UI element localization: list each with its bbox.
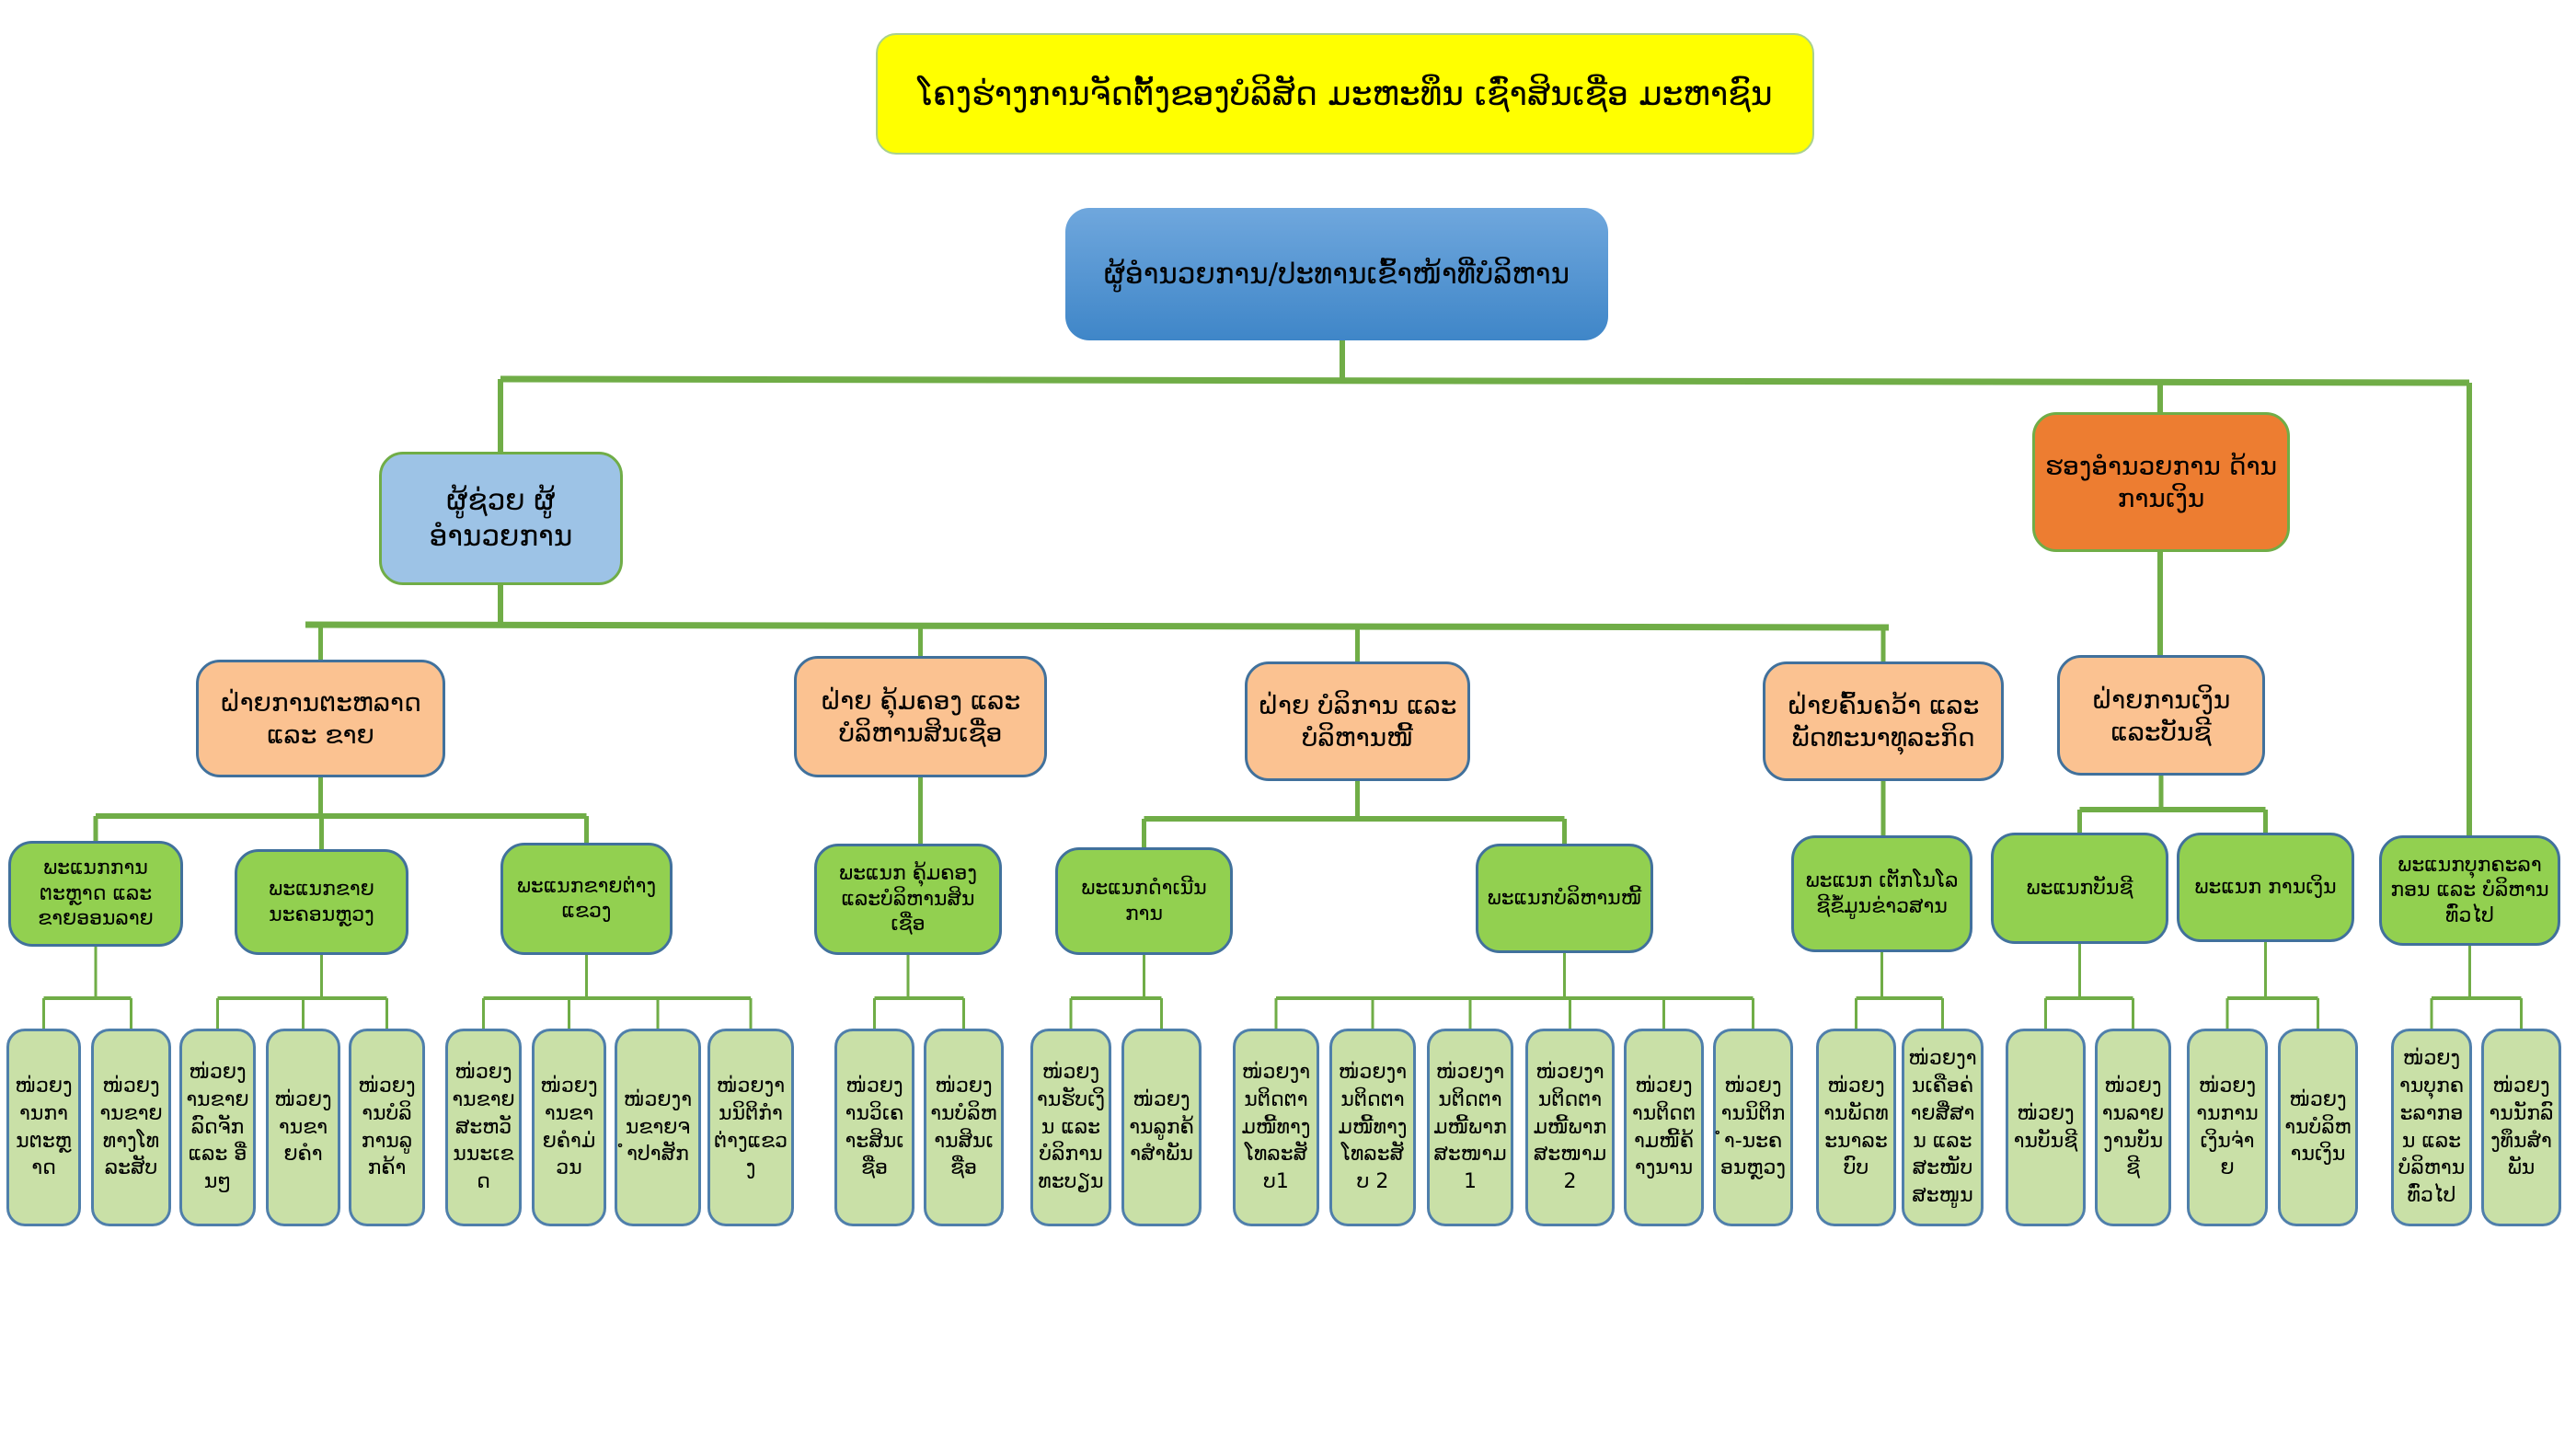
division-box: ຝ່າຍການຕະຫລາດ ແລະ ຂາຍ — [196, 660, 445, 777]
unit-box: ໜ່ວຍງານຂາຍທາງໂທລະສັບ — [91, 1029, 171, 1226]
department-box: ພະແນກ ເຕັກໂນໂລຊີຂໍ້ມູນຂ່າວສານ — [1791, 835, 1972, 952]
unit-box: ໜ່ວຍງານບໍລິຫານເງິນ — [2278, 1029, 2358, 1226]
department-box: ພະແນກຂາຍນະຄອນຫຼວງ — [235, 849, 408, 955]
unit-box: ໜ່ວຍງານຕິດຕາມໜີ້ຄ້າງນານ — [1624, 1029, 1704, 1226]
department-box: ພະແນກບໍລິຫານໜີ້ — [1476, 844, 1653, 953]
department-box: ພະແນກຂາຍຕ່າງແຂວງ — [500, 843, 673, 955]
unit-box: ໜ່ວຍງານຕິດຕາມໜີ້ທາງໂທລະສັບ1 — [1233, 1029, 1319, 1226]
unit-box: ໜ່ວຍງານບຸກຄະລາກອນ ແລະ ບໍລິຫານທົ່ວໄປ — [2391, 1029, 2472, 1226]
division-box: ຝ່າຍ ບໍລິການ ແລະ ບໍລິຫານໜີ້ — [1245, 661, 1470, 781]
division-box: ຝ່າຍການເງິນ ແລະບັນຊີ — [2057, 655, 2265, 776]
ceo-box: ຜູ້ອຳນວຍການ/ປະທານເຂົ້າໜ້າທີ່ບໍລິຫານ — [1065, 208, 1608, 340]
deputy-finance-director-box: ຮອງອຳນວຍການ ດ້ານການເງິນ — [2032, 412, 2290, 552]
unit-box: ໜ່ວຍງານນິຕິກຳ-ນະຄອນຫຼວງ — [1713, 1029, 1793, 1226]
unit-box: ໜ່ວຍງານລູກຄ້າສຳພັນ — [1121, 1029, 1202, 1226]
department-box: ພະແນກ ການເງິນ — [2177, 833, 2354, 942]
unit-box: ໜ່ວຍງານຕິດຕາມໜີ້ພາກສະໜາມ 1 — [1427, 1029, 1513, 1226]
unit-box: ໜ່ວຍງານຂາຍລົດຈັກ ແລະ ອື່ນໆ — [179, 1029, 256, 1226]
unit-box: ໜ່ວຍງານຂາຍສະຫວັນນະເຂດ — [445, 1029, 522, 1226]
unit-box: ໜ່ວຍງານຂາຍຄຳ — [266, 1029, 340, 1226]
department-box: ພະແນກບັນຊີ — [1991, 833, 2168, 944]
unit-box: ໜ່ວຍງານລາຍງານບັນຊີ — [2095, 1029, 2171, 1226]
unit-box: ໜ່ວຍງານບໍລິຫານສິນເຊື່ອ — [924, 1029, 1004, 1226]
unit-box: ໜ່ວຍງານບໍລິການລູກຄ້າ — [349, 1029, 425, 1226]
department-box: ພະແນກການຕະຫຼາດ ແລະ ຂາຍອອນລາຍ — [8, 841, 183, 947]
division-box: ຝ່າຍຄົ້ນຄວ້າ ແລະ ພັດທະນາທຸລະກິດ — [1763, 661, 2004, 781]
unit-box: ໜ່ວຍງານບັນຊີ — [2006, 1029, 2086, 1226]
unit-box: ໜ່ວຍງານຂາຍຈຳປາສັກ — [615, 1029, 701, 1226]
unit-box: ໜ່ວຍງານນິຕິກຳຕ່າງແຂວງ — [707, 1029, 794, 1226]
unit-box: ໜ່ວຍງານຮັບເງິນ ແລະ ບໍລິການທະບຽນ — [1030, 1029, 1111, 1226]
department-box: ພະແນກ ຄຸ້ມຄອງ ແລະບໍລິຫານສິນເຊື່ອ — [814, 844, 1002, 955]
department-box: ພະແນກດຳເນີນການ — [1055, 847, 1233, 955]
unit-box: ໜ່ວຍງານວິເຄາະສິນເຊື່ອ — [834, 1029, 914, 1226]
unit-box: ໜ່ວຍງານພັດທະນາລະບົບ — [1816, 1029, 1896, 1226]
connector-line — [305, 621, 1890, 631]
unit-box: ໜ່ວຍງານຕິດຕາມໜີ້ທາງໂທລະສັບ 2 — [1329, 1029, 1416, 1226]
connector-line — [500, 375, 2470, 386]
unit-box: ໜ່ວຍງານການເງິນຈ່າຍ — [2187, 1029, 2268, 1226]
unit-box: ໜ່ວຍງານເຄືອຄ່າຍສື່ສານ ແລະ ສະໜັບສະໜູນ — [1902, 1029, 1984, 1226]
unit-box: ໜ່ວຍງານນັກລົງທຶນສຳພັນ — [2481, 1029, 2561, 1226]
chart-title: ໂຄງຮ່າງການຈັດຕັ້ງຂອງບໍລິສັດ ມະຫະທຶນ ເຊົ່… — [876, 33, 1814, 155]
deputy-director-box: ຜູ້ຊ່ວຍ ຜູ້ອຳນວຍການ — [379, 452, 623, 585]
unit-box: ໜ່ວຍງານການຕະຫຼາດ — [6, 1029, 81, 1226]
unit-box: ໜ່ວຍງານຕິດຕາມໜີ້ພາກສະໜາມ 2 — [1525, 1029, 1615, 1226]
unit-box: ໜ່ວຍງານຂາຍຄຳມ່ວນ — [532, 1029, 606, 1226]
division-box: ຝ່າຍ ຄຸ້ມຄອງ ແລະ ບໍລິຫານສິນເຊື່ອ — [794, 656, 1047, 777]
department-box: ພະແນກບຸກຄະລາກອນ ແລະ ບໍລິຫານທົ່ວໄປ — [2379, 835, 2560, 946]
